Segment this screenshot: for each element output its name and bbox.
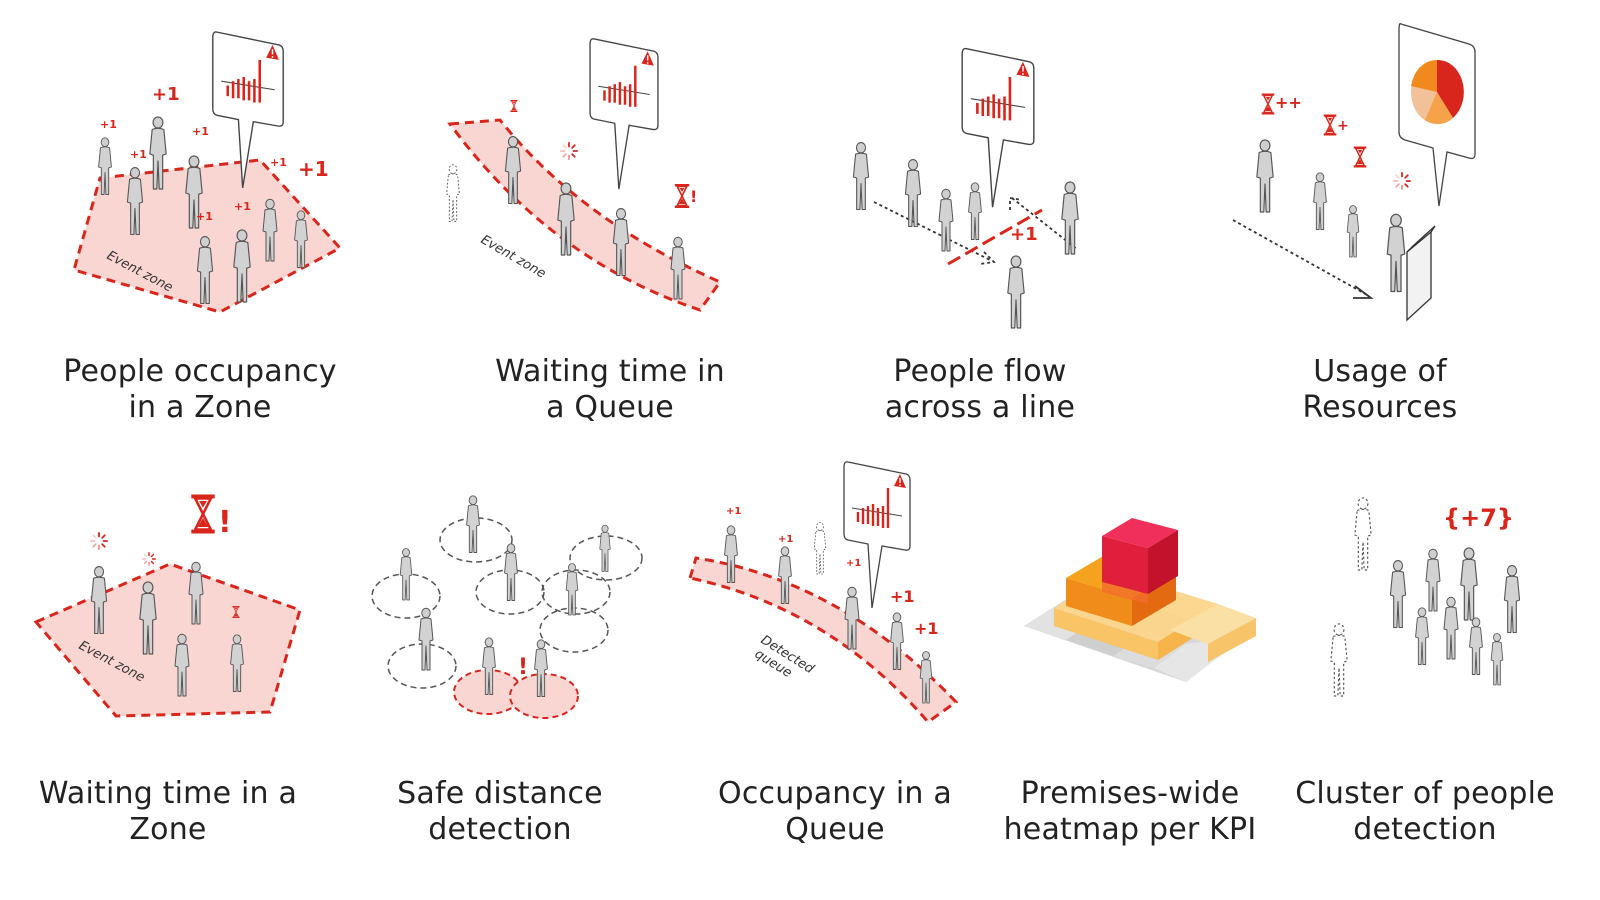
panel-premises-heatmap: Premises-wide heatmap per KPI: [1004, 480, 1270, 880]
panel-waiting-time-queue: Event zone ! Waiting time in a Queue: [430, 20, 750, 440]
caption-line: People flow: [893, 354, 1067, 389]
counter-label: +1: [846, 558, 861, 569]
panel-caption: Waiting time in a Queue: [470, 354, 750, 426]
caption-line: Safe distance: [397, 776, 603, 811]
caption-line: Occupancy in a: [718, 776, 952, 811]
loading-icon: [1393, 172, 1411, 190]
caption-line: a Queue: [546, 390, 674, 425]
alert-label: !: [518, 655, 528, 680]
counter-label: +1: [890, 587, 915, 606]
counter-label: +1: [130, 148, 147, 161]
hourglass-icon: [1261, 92, 1275, 116]
caption-line: across a line: [884, 390, 1076, 425]
caption-line: Resources: [1302, 390, 1458, 425]
counter-label: +1: [196, 210, 213, 223]
caption-line: Waiting time in a: [38, 776, 298, 811]
resource-usage-illustration: ++ +: [1232, 22, 1476, 322]
hourglass-icon: [674, 184, 690, 208]
caption-line: People occupancy: [63, 354, 337, 389]
queue-occupancy-illustration: Detected queue +1 +1 +1 +1 +1: [688, 460, 959, 725]
panel-waiting-time-zone: Event zone ! Waiting time in a Zone: [30, 480, 330, 880]
event-zone-area: [33, 562, 302, 718]
caption-line: Queue: [785, 812, 885, 847]
counter-label: +1: [914, 619, 939, 638]
counter-label: +1: [726, 506, 741, 517]
event-zone-label: Event zone: [478, 232, 548, 281]
panel-caption: Cluster of people detection: [1295, 776, 1555, 848]
counting-line: [947, 208, 1043, 266]
panel-people-flow-line: +1 People flow across a line: [830, 20, 1130, 440]
svg-text:!: !: [690, 187, 697, 206]
panel-cluster-detection: {+7} Cluster of people detection: [1295, 480, 1595, 880]
panel-caption: Premises-wide heatmap per KPI: [1000, 776, 1260, 848]
counter-label: +1: [778, 534, 793, 545]
zone-waiting-illustration: Event zone !: [33, 494, 302, 718]
usage-mark: +: [1337, 118, 1349, 134]
panel-safe-distance: ! Safe distance detection: [370, 480, 660, 880]
loading-icon: [90, 532, 108, 550]
counter-label: +1: [270, 156, 287, 169]
panel-caption: People occupancy in a Zone: [60, 354, 340, 426]
queue-illustration: Event zone !: [445, 37, 723, 312]
queue-zone-area: [688, 556, 959, 725]
cluster-count: {+7}: [1443, 504, 1514, 532]
caption-line: detection: [1353, 812, 1497, 847]
counter-label: +1: [152, 84, 180, 105]
panel-people-occupancy-zone: Event zone +1 +1 +1 +1 +1 +1 +1 +1 Peopl…: [60, 20, 360, 440]
usage-mark: ++: [1275, 93, 1302, 112]
panel-caption: Occupancy in a Queue: [710, 776, 960, 848]
panel-caption: Safe distance detection: [370, 776, 630, 848]
counter-label: +1: [298, 157, 329, 181]
counter-label: +1: [100, 118, 117, 131]
counter-label: +1: [1010, 224, 1038, 245]
counter-label: +1: [192, 125, 209, 138]
people-cluster-icon: {+7}: [1330, 497, 1521, 697]
caption-line: Usage of: [1313, 354, 1447, 389]
caption-line: Cluster of people: [1295, 776, 1555, 811]
svg-text:!: !: [218, 505, 232, 540]
occupancy-zone-illustration: Event zone +1 +1 +1 +1 +1 +1 +1 +1: [72, 30, 343, 314]
caption-line: detection: [428, 812, 572, 847]
panel-usage-resources: ++ + Usage of Resources: [1225, 20, 1525, 440]
panel-caption: Waiting time in a Zone: [30, 776, 306, 848]
heatmap-cube-icon: [1024, 518, 1256, 682]
hourglass-alert-icon: [190, 494, 216, 534]
counter-label: +1: [234, 200, 251, 213]
panel-caption: Usage of Resources: [1235, 354, 1525, 426]
hourglass-icon: [1323, 114, 1337, 136]
caption-line: Waiting time in: [495, 354, 725, 389]
caption-line: in a Zone: [128, 390, 272, 425]
caption-line: heatmap per KPI: [1003, 812, 1257, 847]
line-crossing-illustration: +1: [852, 47, 1079, 329]
alert-chart-icon: [588, 37, 660, 191]
loading-icon: [142, 552, 156, 566]
safe-distance-illustration: !: [371, 495, 643, 719]
panel-caption: People flow across a line: [840, 354, 1120, 426]
panel-occupancy-queue: Detected queue +1 +1 +1 +1 +1 Occupancy …: [688, 460, 980, 880]
caption-line: Zone: [129, 812, 207, 847]
hourglass-icon: [1353, 146, 1367, 168]
loading-icon: [560, 142, 578, 160]
caption-line: Premises-wide: [1020, 776, 1240, 811]
